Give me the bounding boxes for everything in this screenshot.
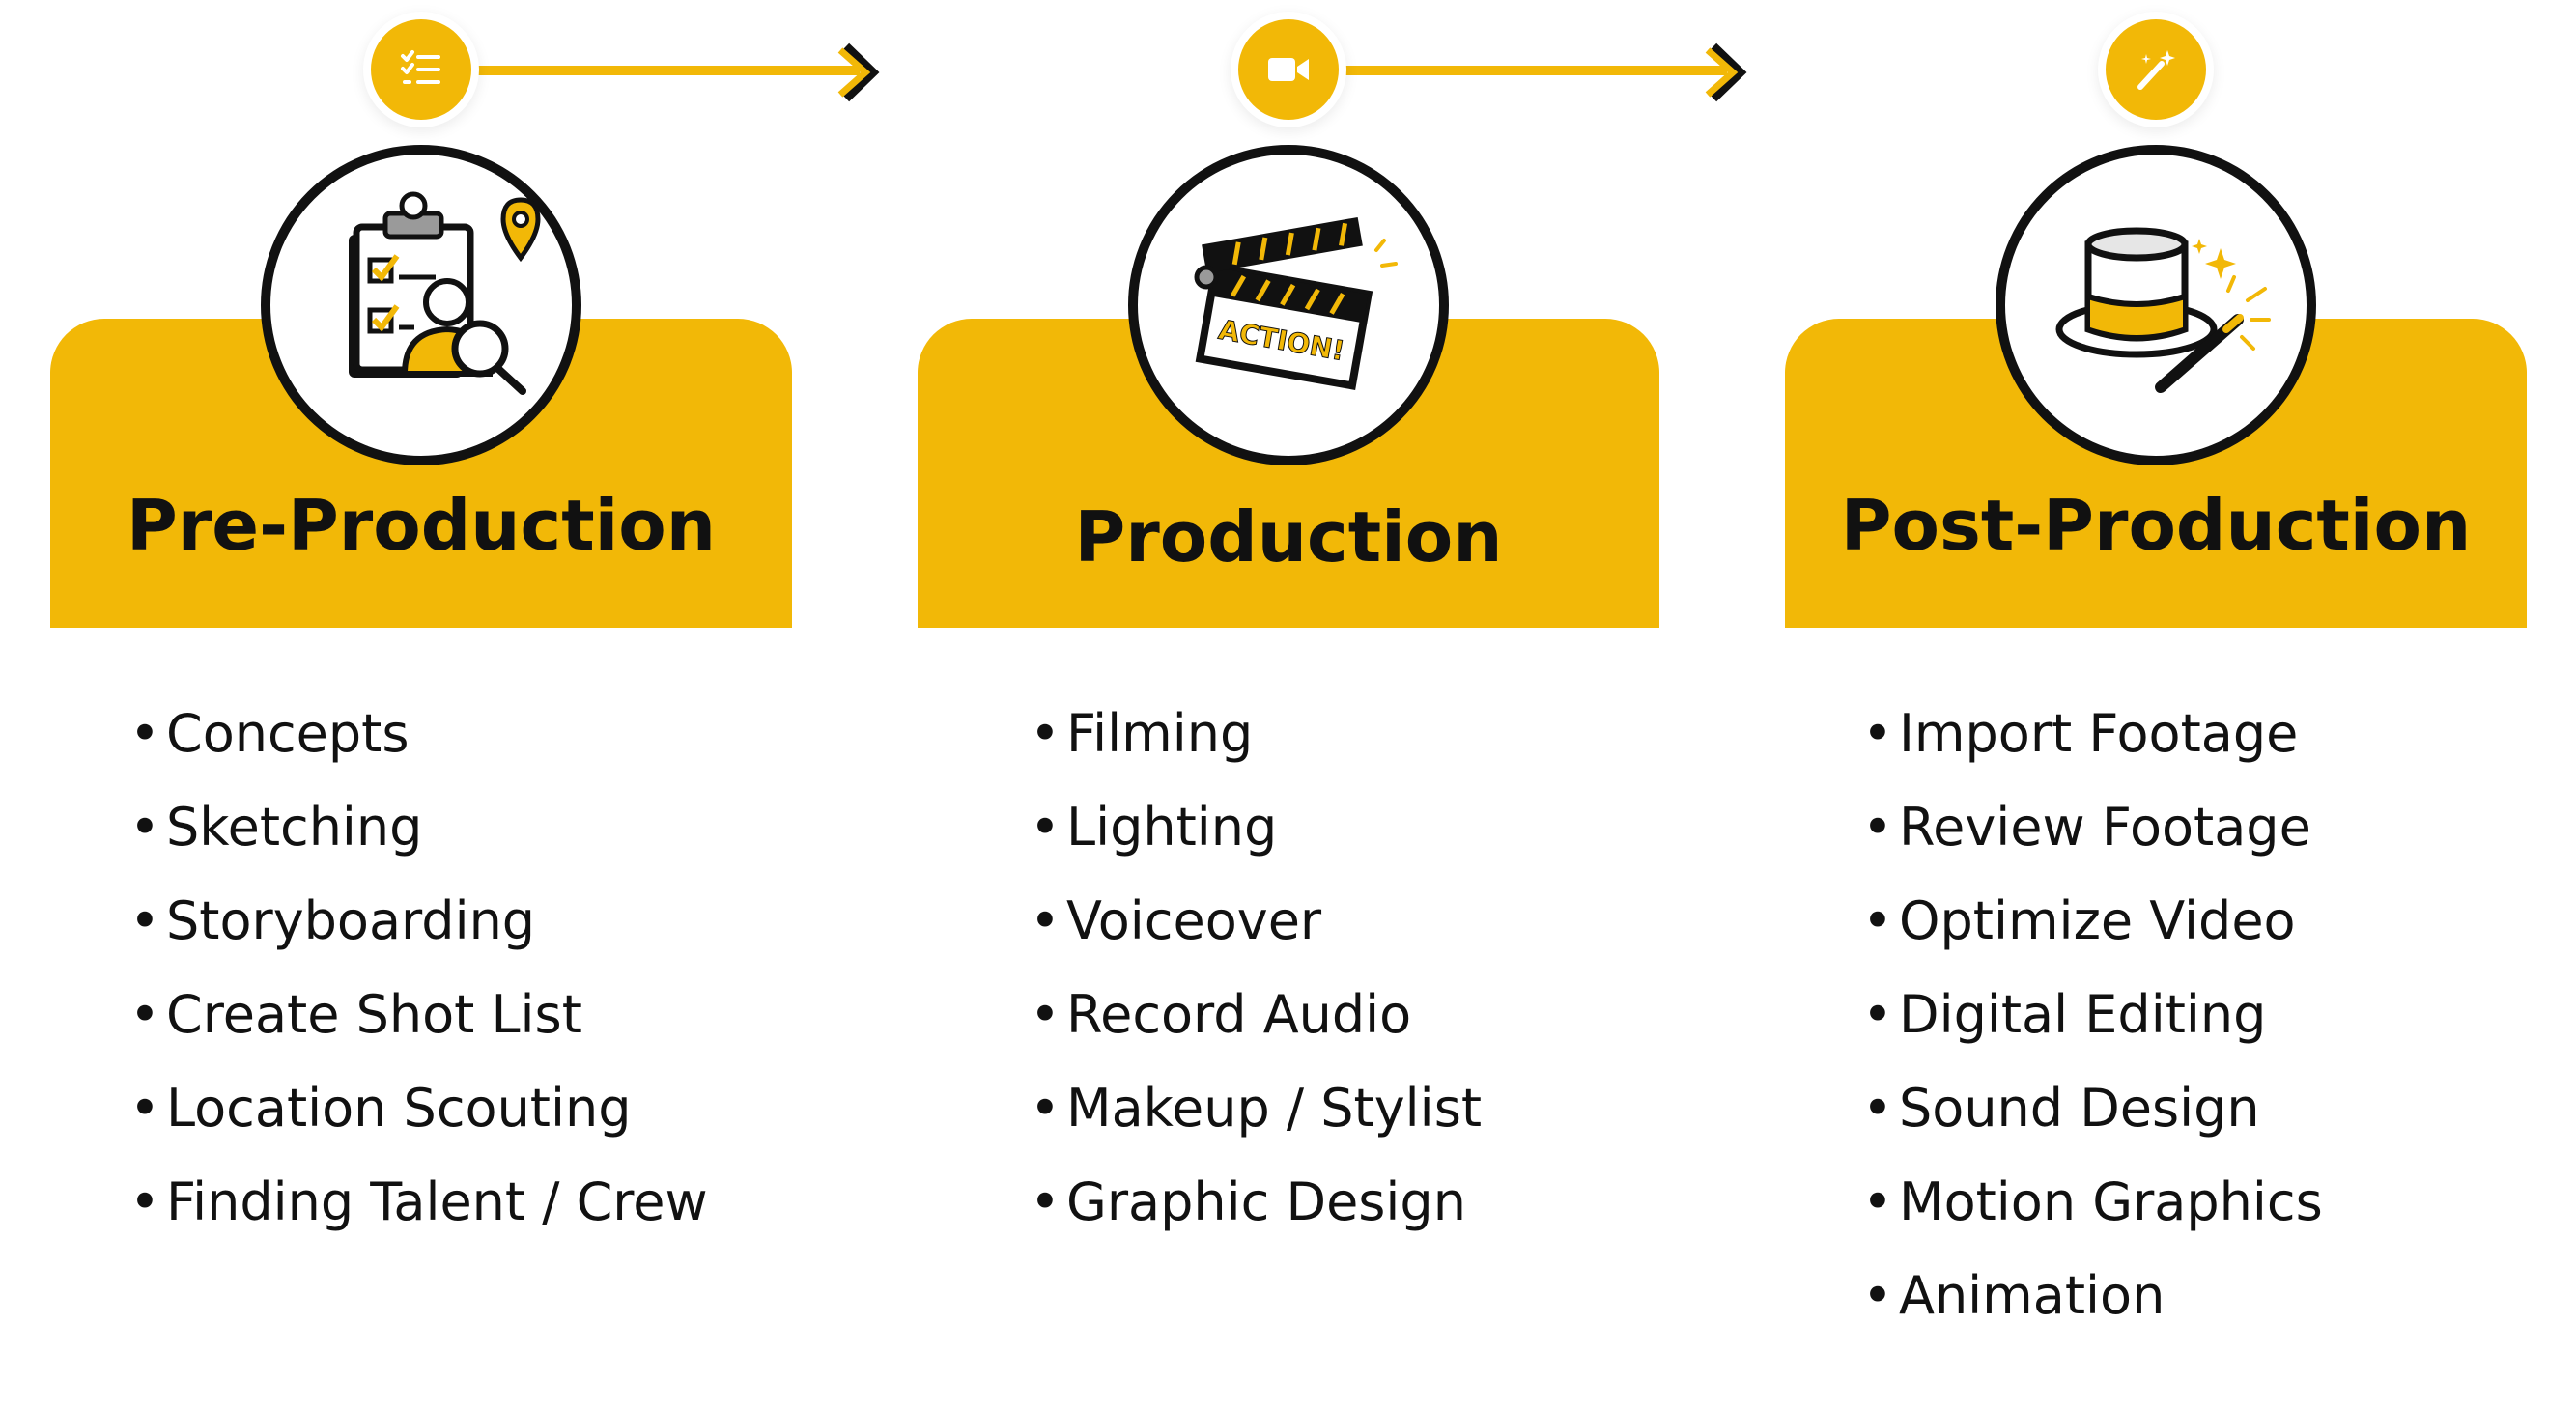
video-camera-icon <box>1268 58 1309 81</box>
top-hat-magic-wand-icon <box>2055 227 2271 393</box>
list-item: Concepts <box>129 695 708 789</box>
stage-title: Production <box>1074 496 1503 578</box>
timeline-node-pre-production <box>371 19 471 120</box>
chevron-right-icon <box>837 42 880 102</box>
list-item: Graphic Design <box>1030 1164 1482 1257</box>
timeline-node-post-production <box>2106 19 2206 120</box>
magic-wand-icon <box>2137 50 2175 90</box>
timeline-node-production <box>1238 19 1339 120</box>
list-item: Filming <box>1030 695 1482 789</box>
stage-badge <box>1996 145 2316 465</box>
list-item: Voiceover <box>1030 883 1482 976</box>
task-list: Import Footage Review Footage Optimize V… <box>1862 695 2323 1351</box>
list-item: Location Scouting <box>129 1070 708 1164</box>
task-list: Concepts Sketching Storyboarding Create … <box>129 695 708 1257</box>
list-item: Optimize Video <box>1862 883 2323 976</box>
timeline-line <box>1288 66 1727 75</box>
clapperboard-icon: ACTION! <box>1194 216 1398 390</box>
stage-badge <box>261 145 581 465</box>
list-item: Import Footage <box>1862 695 2323 789</box>
stage-pre-production: Pre-Production Concepts Sketching Storyb… <box>50 0 792 1409</box>
checklist-icon <box>401 50 440 84</box>
stage-badge: ACTION! <box>1128 145 1449 465</box>
stage-title: Post-Production <box>1840 485 2472 566</box>
list-item: Sketching <box>129 789 708 883</box>
list-item: Motion Graphics <box>1862 1164 2323 1257</box>
process-timeline <box>0 0 2576 155</box>
timeline-line <box>421 66 860 75</box>
list-item: Lighting <box>1030 789 1482 883</box>
list-item: Digital Editing <box>1862 976 2323 1070</box>
list-item: Animation <box>1862 1257 2323 1351</box>
list-item: Storyboarding <box>129 883 708 976</box>
list-item: Create Shot List <box>129 976 708 1070</box>
list-item: Makeup / Stylist <box>1030 1070 1482 1164</box>
list-item: Review Footage <box>1862 789 2323 883</box>
list-item: Record Audio <box>1030 976 1482 1070</box>
list-item: Sound Design <box>1862 1070 2323 1164</box>
chevron-right-icon <box>1705 42 1747 102</box>
list-item: Finding Talent / Crew <box>129 1164 708 1257</box>
planning-clipboard-icon <box>349 191 541 395</box>
stage-post-production: Post-Production Import Footage Review Fo… <box>1785 0 2527 1409</box>
stage-production: ACTION! Production Filming Lighting Voic… <box>918 0 1659 1409</box>
stage-title: Pre-Production <box>126 485 717 566</box>
task-list: Filming Lighting Voiceover Record Audio … <box>1030 695 1482 1257</box>
